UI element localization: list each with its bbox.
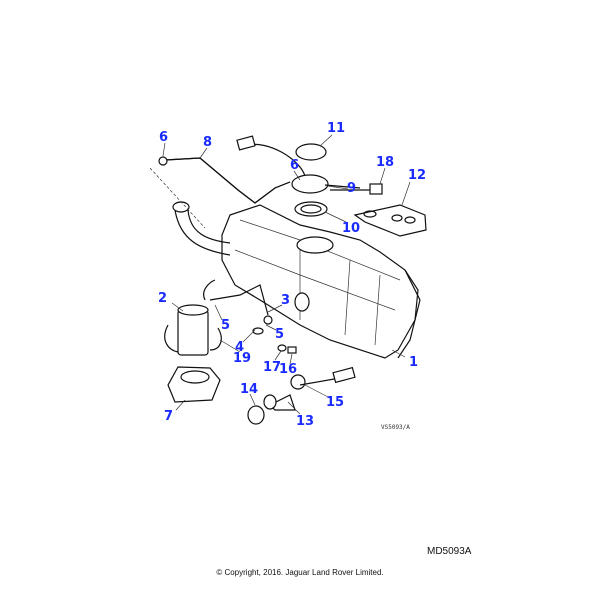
callout-3: 3 [281, 293, 290, 308]
callout-15: 15 [326, 395, 344, 410]
callout-10: 10 [342, 221, 360, 236]
callout-8: 8 [203, 135, 212, 150]
seal [294, 201, 328, 217]
callouts: 6 8 11 6 9 18 12 10 3 2 5 4 5 19 17 16 1… [158, 121, 426, 429]
leader-lines [162, 134, 411, 415]
callout-1: 1 [409, 355, 418, 370]
drawing-reference: VS5093/A [381, 424, 410, 431]
pump-housing [167, 366, 221, 403]
filler-neck [174, 209, 231, 256]
callout-6: 6 [290, 158, 299, 173]
callout-5: 5 [275, 327, 284, 342]
callout-4: 4 [235, 340, 244, 355]
locking-ring [295, 143, 327, 161]
callout-16: 16 [279, 362, 297, 377]
callout-11: 11 [327, 121, 345, 136]
callout-12: 12 [408, 168, 426, 183]
callout-14: 14 [240, 382, 258, 397]
fuel-tank [221, 204, 421, 359]
callout-6: 6 [159, 130, 168, 145]
bracket [353, 204, 427, 237]
copyright-notice: © Copyright, 2016. Jaguar Land Rover Lim… [216, 568, 384, 577]
callout-7: 7 [164, 409, 173, 424]
callout-5: 5 [221, 318, 230, 333]
callout-2: 2 [158, 291, 167, 306]
callout-18: 18 [376, 155, 394, 170]
callout-9: 9 [347, 181, 356, 196]
fuel-pump [164, 279, 269, 356]
callout-19: 19 [233, 351, 251, 366]
diagram-code: MD5093A [427, 546, 472, 557]
callout-13: 13 [296, 414, 314, 429]
callout-17: 17 [263, 360, 281, 375]
sender-ring [247, 405, 265, 425]
sender-unit [291, 174, 329, 194]
